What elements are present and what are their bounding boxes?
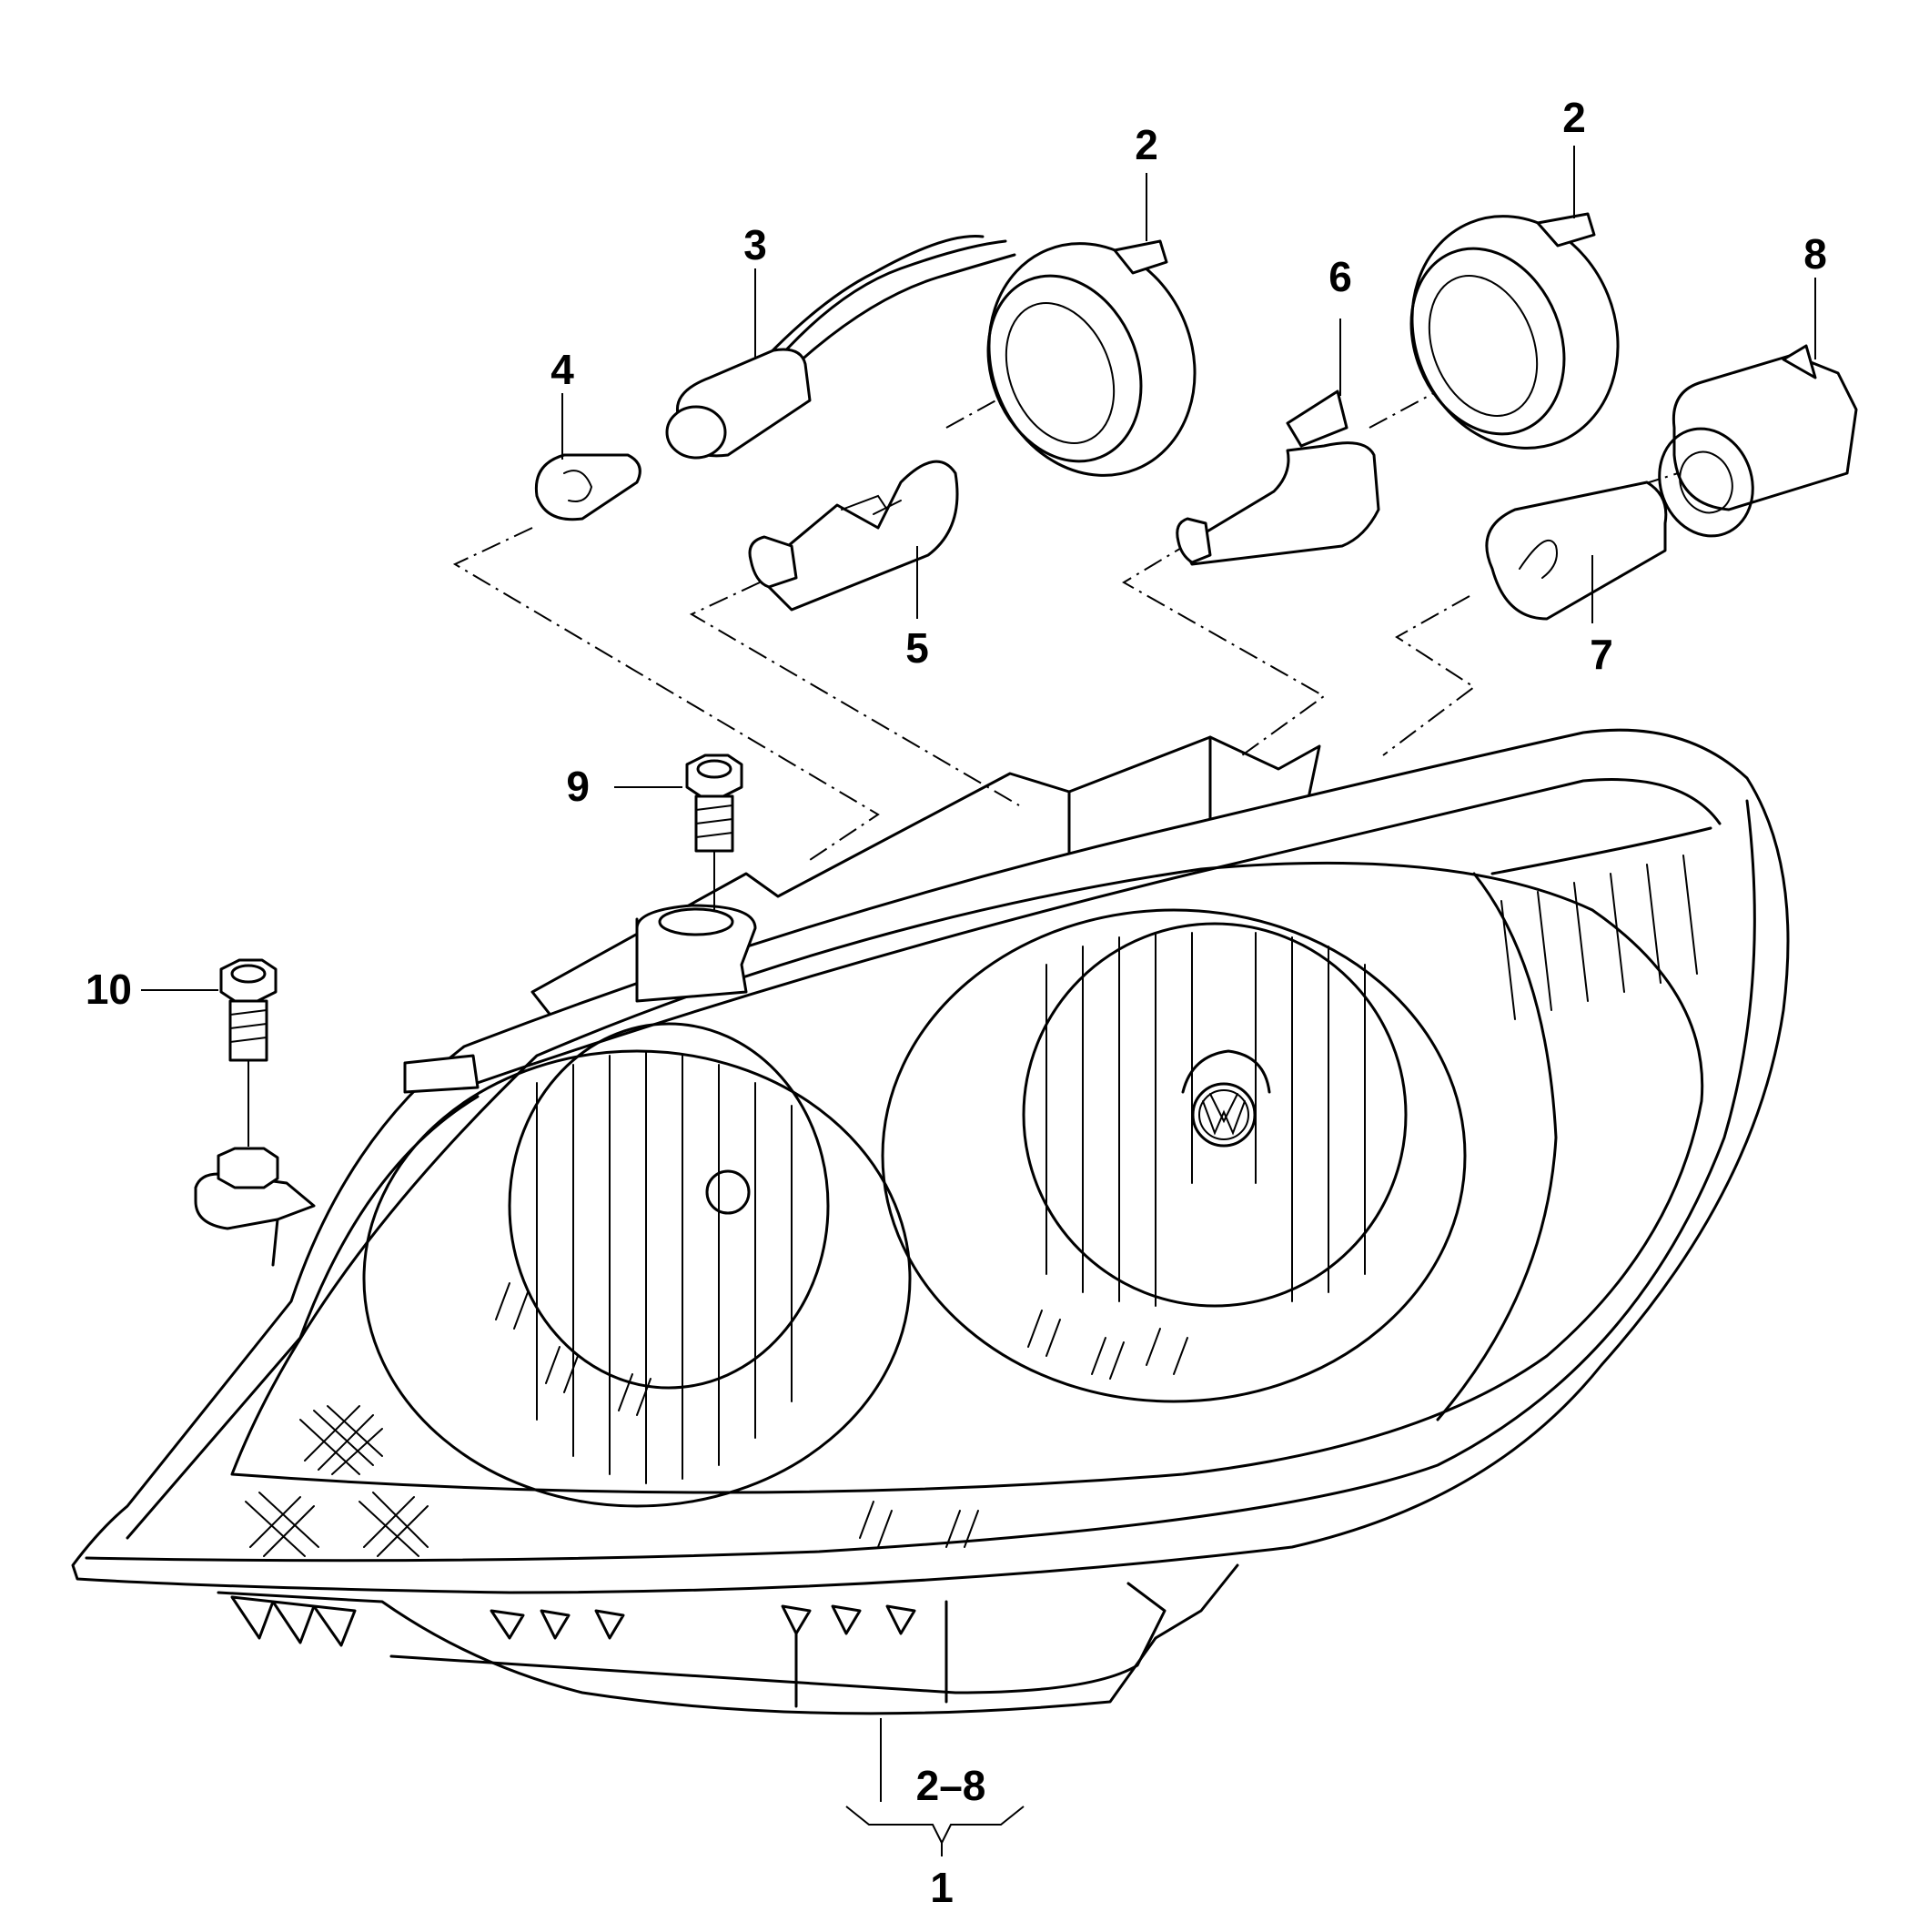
leader-lines [141,146,1816,1856]
vw-logo-icon [1181,1049,1271,1148]
mounting-tab [194,1172,316,1230]
mounting-boss-upper [635,904,757,1003]
bulb-cap-left [986,239,1197,477]
hex-bolt-upper [685,754,743,910]
callout-3: 3 [743,221,767,268]
callout-10: 10 [86,966,132,1013]
side-marker-crosshatch [245,1405,429,1557]
callout-2-left: 2 [1135,121,1158,168]
callout-7: 7 [1590,631,1613,678]
callout-6: 6 [1328,253,1352,300]
bulb-cap-right [1409,212,1620,450]
wedge-bulb [534,453,641,521]
low-beam-reflector [362,1049,912,1508]
callout-4: 4 [550,346,574,393]
headlight-assembly [71,728,1790,1715]
indicator-bulb-socket [1658,344,1858,538]
hex-bolt-lower [217,958,279,1189]
nut [217,1147,279,1189]
callout-1: 1 [930,1864,954,1911]
inner-bezel [230,861,1704,1494]
reflector-hatching [536,855,1698,1484]
lens-outline [71,728,1790,1594]
assembly-dashed-lines [452,327,1693,861]
indicator-bulb [1485,480,1668,621]
high-beam-reflector [881,908,1467,1403]
callout-9: 9 [566,763,590,810]
callout-2-right: 2 [1562,94,1586,141]
h1-bulb [748,460,959,612]
bulb-holder-wiring [665,235,1016,460]
callout-5: 5 [905,624,929,672]
h7-bulb [1176,389,1380,566]
callout-labels: 2 2 3 4 5 6 7 8 9 10 2–8 1 [86,94,1827,1911]
callout-range-2-8: 2–8 [916,1762,986,1809]
callout-8: 8 [1803,230,1827,278]
housing-lower-section [217,1563,1239,1715]
